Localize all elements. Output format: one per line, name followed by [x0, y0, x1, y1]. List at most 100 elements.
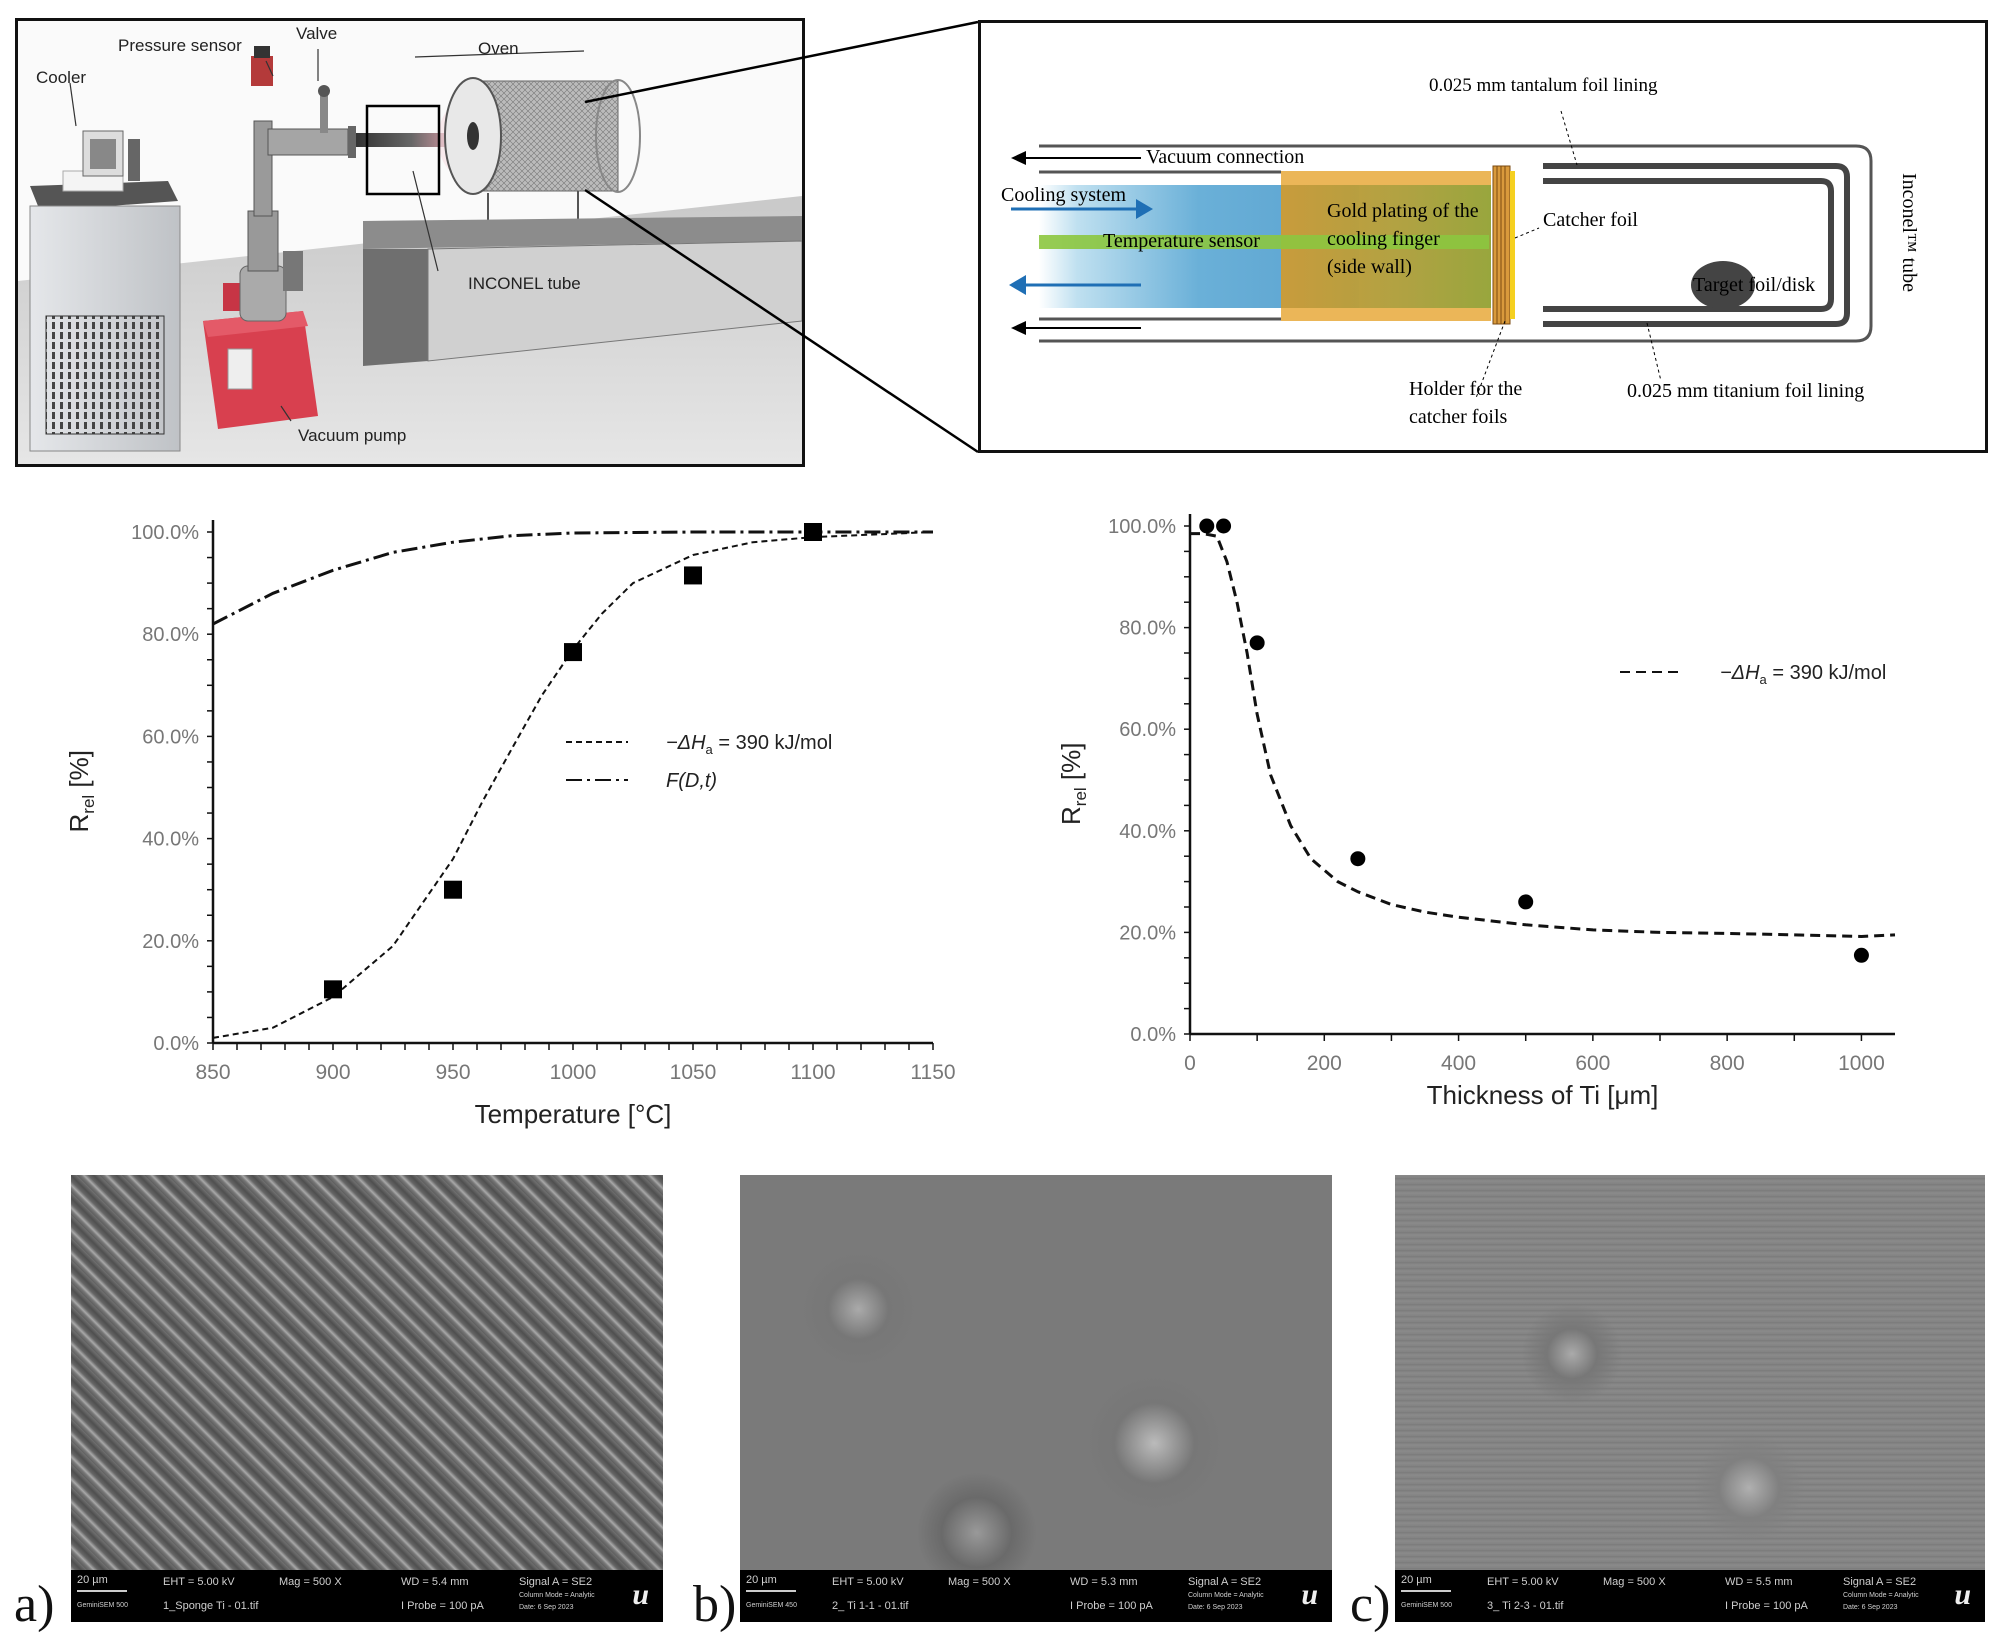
- y-tick-label: 20.0%: [142, 931, 199, 953]
- y-axis-label: Rrel [%]: [64, 750, 98, 832]
- sem-image-a: 20 µm EHT = 5.00 kV Mag = 500 X WD = 5.4 mm…: [71, 1175, 663, 1622]
- probe-current-value: I Probe = 100 pA: [1725, 1600, 1808, 1612]
- acquisition-date: Date: 6 Sep 2023: [1188, 1604, 1243, 1611]
- x-tick-label: 900: [315, 1061, 350, 1084]
- y-tick-label: 20.0%: [1119, 922, 1176, 944]
- legend-label-0: −ΔHa = 390 kJ/mol: [666, 732, 832, 757]
- label-oven: Oven: [478, 39, 519, 58]
- instrument-name: GeminiSEM 500: [77, 1602, 128, 1609]
- working-distance-value: WD = 5.5 mm: [1725, 1576, 1793, 1588]
- label-gold-plating-2: cooling finger: [1327, 228, 1440, 250]
- cooling-out-arrow-icon: [1009, 275, 1141, 295]
- label-inconel-tube: Inconel™ tube: [1898, 173, 1920, 292]
- eht-value: EHT = 5.00 kV: [832, 1576, 904, 1588]
- data-point: [1350, 851, 1366, 867]
- data-point: [324, 980, 342, 999]
- data-point: [1853, 947, 1869, 963]
- zoom-connectors: [584, 20, 979, 454]
- signal-value: Signal A = SE2: [1188, 1576, 1262, 1588]
- eht-value: EHT = 5.00 kV: [163, 1576, 235, 1588]
- series-line-0: [1190, 532, 1896, 939]
- label-tantalum-lining: 0.025 mm tantalum foil lining: [1429, 75, 1658, 96]
- sem-info-bar: 20 µm EHT = 5.00 kV Mag = 500 X WD = 5.5 mm…: [1395, 1570, 1985, 1622]
- x-tick-label: 800: [1710, 1052, 1745, 1075]
- magnification-value: Mag = 500 X: [948, 1576, 1011, 1588]
- x-tick-label: 1050: [670, 1061, 717, 1084]
- x-tick-label: 200: [1307, 1052, 1342, 1075]
- label-vacuum-pump: Vacuum pump: [298, 426, 406, 445]
- label-pressure-sensor: Pressure sensor: [118, 36, 242, 55]
- scale-bar-label: 20 µm: [77, 1574, 108, 1586]
- cooling-in-arrow-icon: [1011, 199, 1153, 219]
- scale-bar: [77, 1590, 127, 1592]
- working-distance-value: WD = 5.4 mm: [401, 1576, 469, 1588]
- instrument-name: GeminiSEM 500: [1401, 1602, 1452, 1609]
- panel-label-c: c): [1350, 1576, 1391, 1633]
- magnification-value: Mag = 500 X: [1603, 1576, 1666, 1588]
- y-tick-label: 100.0%: [1108, 516, 1176, 538]
- data-point: [1199, 518, 1215, 534]
- x-tick-label: 1150: [910, 1061, 955, 1084]
- legend-label-0: −ΔHa = 390 kJ/mol: [1720, 662, 1886, 687]
- label-holder-2: catcher foils: [1409, 406, 1507, 428]
- label-cooler: Cooler: [36, 68, 86, 87]
- label-holder-1: Holder for the: [1409, 378, 1522, 400]
- label-catcher-foil: Catcher foil: [1543, 209, 1638, 231]
- tantalum-lining: [1543, 163, 1850, 327]
- x-tick-label: 1100: [790, 1061, 835, 1084]
- catcher-foil: [1510, 171, 1515, 319]
- x-tick-label: 850: [195, 1061, 230, 1084]
- sem-image-b: 20 µm EHT = 5.00 kV Mag = 500 X WD = 5.3 mm…: [740, 1175, 1332, 1622]
- x-tick-label: 1000: [1838, 1052, 1885, 1075]
- x-axis-label: Thickness of Ti [μm]: [1427, 1080, 1659, 1110]
- target-disk: [1691, 261, 1755, 309]
- titanium-lining: [1543, 178, 1834, 312]
- signal-value: Signal A = SE2: [1843, 1576, 1917, 1588]
- series-line-1: [212, 530, 933, 626]
- label-gold-plating-1: Gold plating of the: [1327, 200, 1479, 222]
- schematic-drawing: 0.025 mm tantalum foil lining Vacuum con…: [1001, 75, 1920, 428]
- eht-value: EHT = 5.00 kV: [1487, 1576, 1559, 1588]
- x-axis-label: Temperature [°C]: [475, 1099, 672, 1129]
- y-tick-label: 80.0%: [142, 624, 199, 646]
- acquisition-date: Date: 6 Sep 2023: [1843, 1604, 1898, 1611]
- vacuum-arrow-bottom-icon: [1011, 321, 1141, 335]
- setup-illustration: Cooler Pressure sensor Valve Oven INCONE…: [15, 18, 805, 467]
- column-mode: Column Mode = Analytic: [1843, 1592, 1919, 1599]
- scale-bar: [1401, 1590, 1451, 1592]
- signal-value: Signal A = SE2: [519, 1576, 593, 1588]
- magnification-value: Mag = 500 X: [279, 1576, 342, 1588]
- y-tick-label: 0.0%: [1130, 1024, 1176, 1046]
- setup-drawing: Cooler Pressure sensor Valve Oven INCONE…: [18, 21, 802, 464]
- acquisition-date: Date: 6 Sep 2023: [519, 1604, 574, 1611]
- data-point: [1249, 635, 1265, 651]
- sem-info-bar: 20 µm EHT = 5.00 kV Mag = 500 X WD = 5.4 mm…: [71, 1570, 663, 1622]
- label-gold-plating-3: (side wall): [1327, 256, 1412, 278]
- probe-current-value: I Probe = 100 pA: [1070, 1600, 1153, 1612]
- label-valve: Valve: [296, 24, 337, 43]
- y-tick-label: 0.0%: [153, 1033, 199, 1055]
- cooler-unit: [29, 130, 181, 452]
- x-tick-label: 1000: [550, 1061, 597, 1084]
- scale-bar-label: 20 µm: [746, 1574, 777, 1586]
- working-distance-value: WD = 5.3 mm: [1070, 1576, 1138, 1588]
- scale-bar-label: 20 µm: [1401, 1574, 1432, 1586]
- column-mode: Column Mode = Analytic: [1188, 1592, 1264, 1599]
- data-point: [684, 566, 702, 585]
- data-point: [444, 880, 462, 899]
- probe-current-value: I Probe = 100 pA: [401, 1600, 484, 1612]
- zoom-region-box: [365, 104, 441, 196]
- vacuum-arrow-icon: [1011, 151, 1141, 165]
- y-tick-label: 60.0%: [1119, 719, 1176, 741]
- data-point: [1518, 894, 1534, 910]
- label-cooling-system: Cooling system: [1001, 184, 1126, 206]
- connector-line-bottom: [584, 188, 979, 454]
- series-line-0: [212, 531, 934, 1039]
- label-inconel-tube: INCONEL tube: [468, 274, 581, 293]
- sem-info-bar: 20 µm EHT = 5.00 kV Mag = 500 X WD = 5.3 mm…: [740, 1570, 1332, 1622]
- x-tick-label: 950: [435, 1061, 470, 1084]
- column-mode: Column Mode = Analytic: [519, 1592, 595, 1599]
- x-tick-label: 600: [1575, 1052, 1610, 1075]
- temperature-sensor-bar: [1039, 235, 1489, 249]
